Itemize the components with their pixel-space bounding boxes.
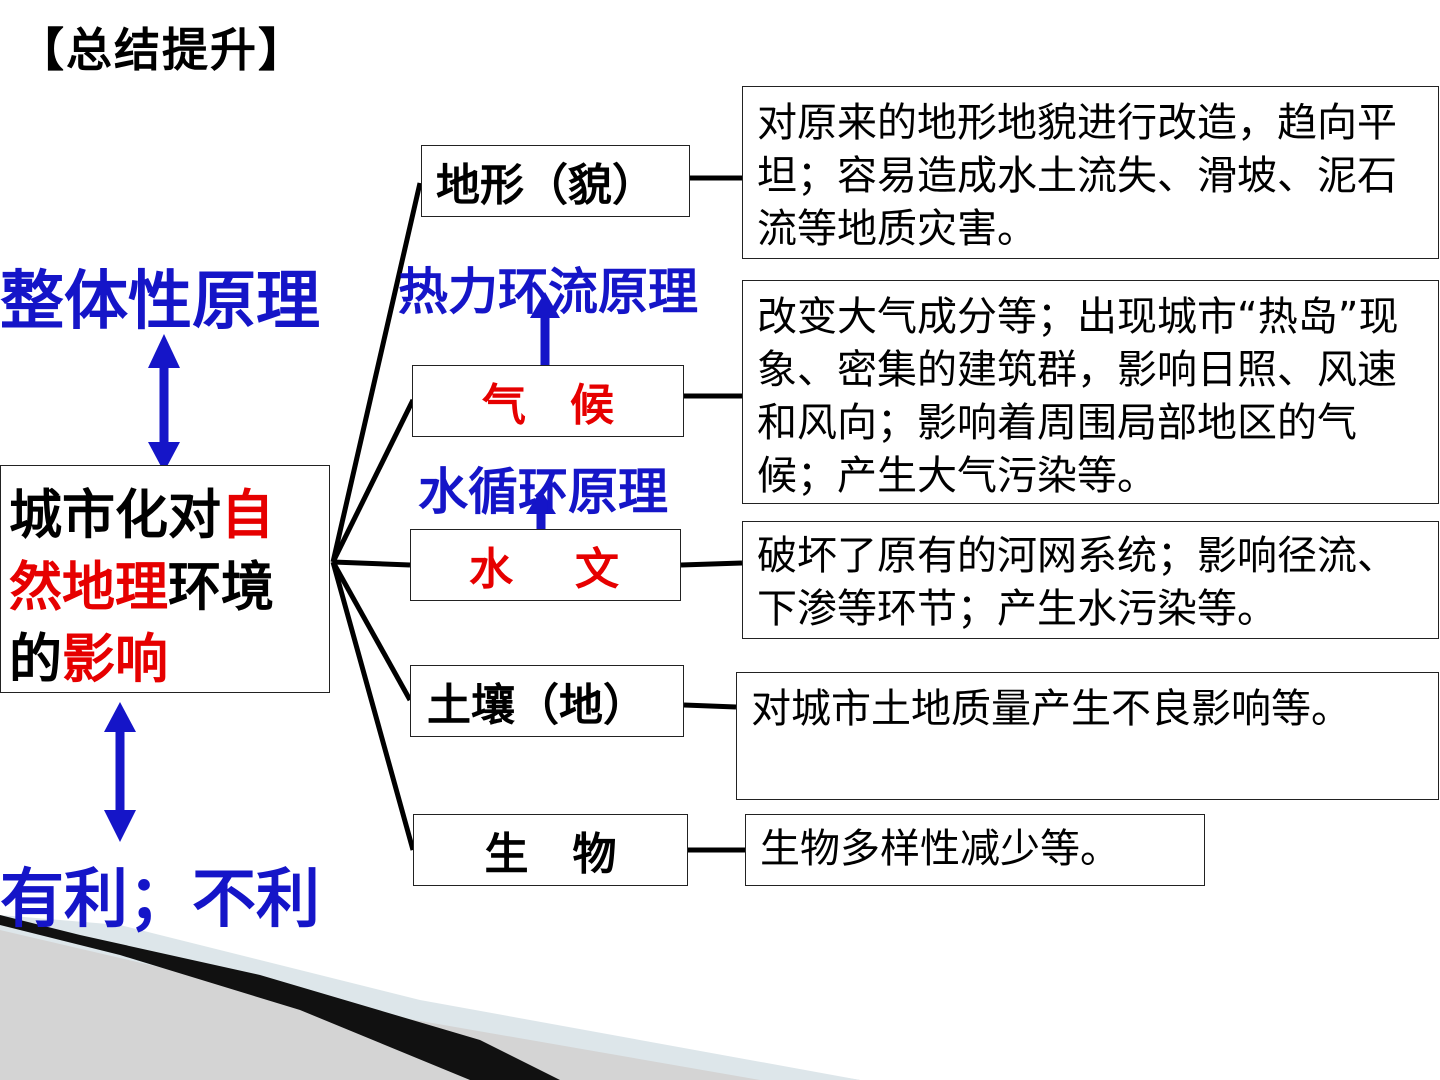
element-box-soil: 土壤（地） (410, 665, 684, 737)
decorative-swoosh-light-blue (0, 915, 860, 1080)
decorative-swoosh-dark (0, 915, 560, 1080)
branch-line-climate (330, 398, 416, 564)
branch-line-biology (330, 561, 416, 851)
principle-water-cycle: 水循环原理 (418, 463, 668, 521)
element-box-hydrology: 水 文 (410, 529, 681, 601)
principle-heat-circulation: 热力环流原理 (398, 263, 698, 321)
element-label-soil: 土壤（地） (427, 680, 647, 731)
center-text: 的 (9, 629, 62, 690)
double-arrow-icon-top (148, 334, 180, 472)
description-hydrology: 破坏了原有的河网系统；影响径流、下渗等环节；产生水污染等。 (742, 521, 1439, 639)
element-label-biology: 生 物 (484, 829, 617, 880)
branch-line-terrain (330, 182, 423, 563)
element-label-hydrology-1: 水 (469, 544, 513, 595)
effect-benefit-harm: 有利；不利 (0, 863, 320, 937)
center-text-highlight: 然地理 (9, 557, 168, 618)
page-title: 【总结提升】 (18, 23, 306, 77)
element-label-climate: 气 候 (482, 380, 614, 431)
description-terrain: 对原来的地形地貌进行改造，趋向平坦；容易造成水土流失、滑坡、泥石流等地质灾害。 (742, 86, 1439, 259)
double-arrow-icon-bottom (104, 702, 136, 842)
center-text-highlight: 影响 (62, 629, 168, 690)
branch-line-hydrology (332, 559, 411, 568)
element-label-terrain: 地形（貌） (436, 160, 656, 211)
central-topic-box: 城市化对自 然地理环境 的影响 (0, 465, 330, 693)
center-text: 城市化对 (9, 485, 221, 546)
center-text: 环境 (168, 557, 274, 618)
principle-wholeness: 整体性原理 (0, 265, 320, 339)
branch-line-soil (330, 560, 413, 702)
center-text-highlight: 自 (221, 485, 274, 546)
description-climate: 改变大气成分等；出现城市“热岛”现象、密集的建筑群，影响日照、风速和风向；影响着… (742, 280, 1439, 504)
element-box-climate: 气 候 (412, 365, 684, 437)
element-box-terrain: 地形（貌） (421, 145, 690, 217)
description-soil: 对城市土地质量产生不良影响等。 (736, 672, 1439, 800)
decorative-swoosh-light (0, 915, 860, 1080)
element-label-hydrology-2: 文 (575, 544, 619, 595)
description-biology: 生物多样性减少等。 (745, 814, 1205, 886)
connector-soil (683, 702, 737, 710)
connector-hydrology (680, 560, 743, 568)
element-box-biology: 生 物 (413, 814, 688, 886)
